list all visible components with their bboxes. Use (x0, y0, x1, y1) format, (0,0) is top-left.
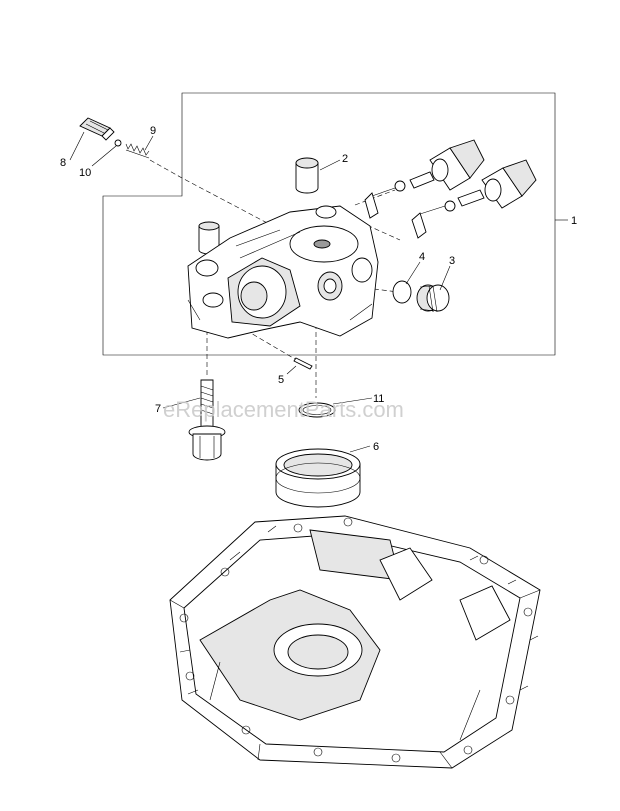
leader-9 (144, 135, 154, 151)
part-2-sleeve[interactable] (295, 157, 319, 194)
callout-1[interactable]: 1 (571, 215, 577, 227)
callout-7[interactable]: 7 (155, 403, 161, 415)
leader-6 (349, 445, 371, 453)
valve-assembly-lower[interactable] (411, 159, 537, 239)
callout-8[interactable]: 8 (60, 157, 66, 169)
callout-9[interactable]: 9 (150, 125, 156, 137)
leader-8 (69, 131, 85, 161)
part-5-pin[interactable] (293, 357, 313, 370)
part-8-plug[interactable] (79, 117, 115, 141)
watermark-text: eReplacementParts.com (163, 397, 404, 422)
part-7-bolt[interactable] (188, 379, 226, 461)
part-10-ball[interactable] (114, 139, 122, 147)
callout-5[interactable]: 5 (278, 374, 284, 386)
callout-3[interactable]: 3 (449, 255, 455, 267)
callout-10[interactable]: 10 (79, 167, 91, 179)
leader-3 (439, 265, 451, 291)
callout-4[interactable]: 4 (419, 251, 425, 263)
callout-6[interactable]: 6 (373, 441, 379, 453)
part-4-seal[interactable] (392, 280, 412, 304)
leader-2 (319, 159, 341, 171)
leader-7 (162, 397, 201, 409)
part-3-cap[interactable] (416, 284, 450, 313)
valve-assembly-upper[interactable] (364, 139, 485, 219)
alignment-line-valve-right (359, 221, 401, 241)
leader-5 (286, 365, 297, 375)
alignment-line-upper (149, 159, 291, 236)
leader-11 (332, 397, 373, 405)
part-6-ring[interactable] (275, 448, 361, 508)
callout-2[interactable]: 2 (342, 153, 348, 165)
lower-housing (169, 515, 541, 769)
part-1-pump-housing[interactable] (187, 205, 379, 339)
callout-11[interactable]: 11 (373, 393, 384, 405)
part-9-spring[interactable] (125, 143, 150, 159)
part-11-oring[interactable] (298, 402, 336, 418)
leader-4 (405, 261, 421, 285)
alignment-line-pin (231, 321, 301, 363)
alignment-line-valve-left (354, 189, 396, 206)
assembly-boundary (102, 92, 556, 356)
leader-10 (91, 145, 117, 167)
